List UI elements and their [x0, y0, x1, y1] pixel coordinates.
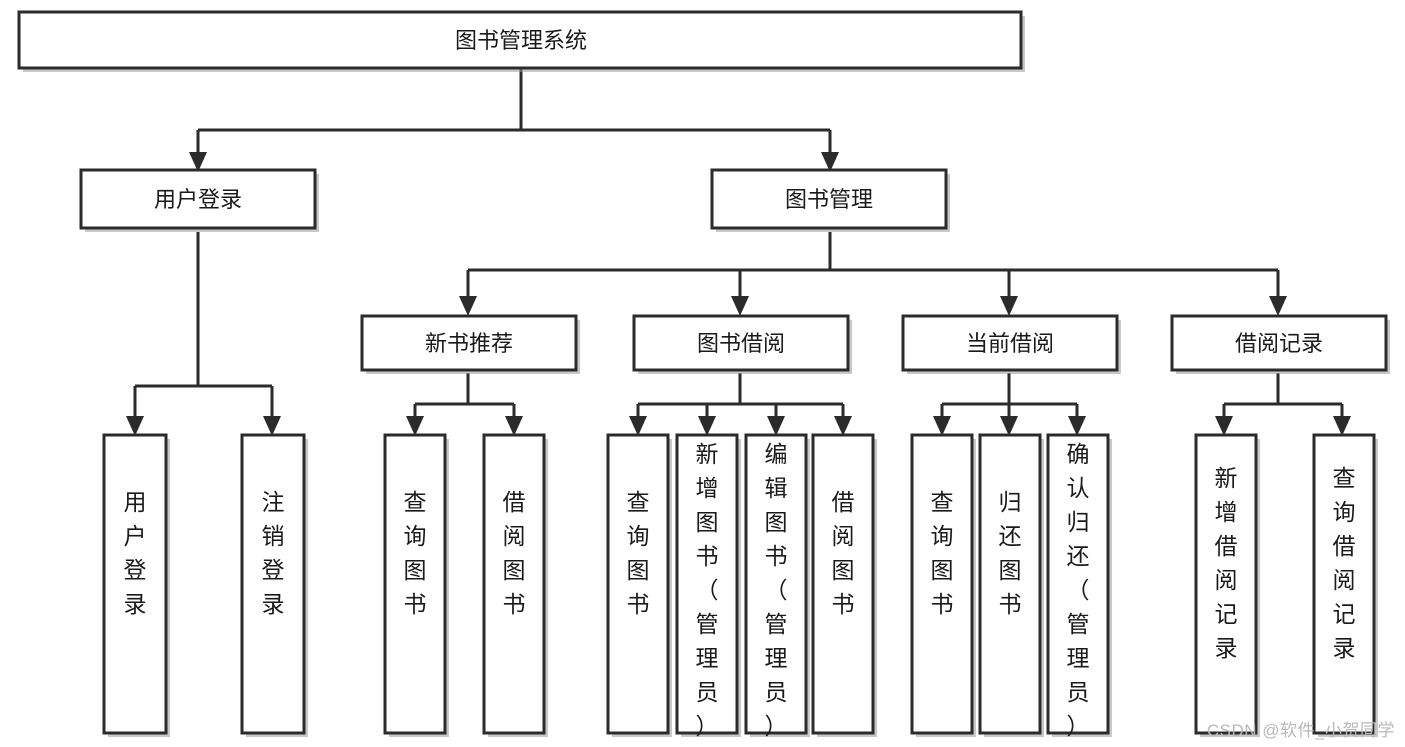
leaf-box — [1194, 433, 1258, 735]
book-borrow-box — [632, 314, 850, 372]
arrow-book-borrow-leaf3 — [767, 416, 785, 436]
arrow-new-book-leaf1 — [406, 416, 424, 436]
leaf-book-borrow-4[interactable]: 借阅图书 — [811, 433, 877, 737]
arrow-current-borrow-leaf2 — [1000, 416, 1018, 436]
leaf-current-borrow-3[interactable]: 确认归还（管理员） — [1046, 433, 1112, 739]
leaf-label: 新增借阅记录 — [1215, 465, 1238, 661]
node-current-borrow[interactable]: 当前借阅 — [901, 314, 1121, 374]
leaf-box — [910, 433, 974, 735]
arrow-new-book-leaf2 — [505, 416, 523, 436]
root-label: 图书管理系统 — [455, 28, 587, 53]
leaf-box — [811, 433, 875, 735]
leaf-label: 查询图书 — [931, 489, 954, 617]
node-borrow-record[interactable]: 借阅记录 — [1170, 314, 1390, 374]
leaf-label: 确认归还（管理员） — [1067, 441, 1090, 739]
book-manage-box — [710, 168, 948, 230]
arrow-borrow-record-leaf2 — [1333, 416, 1351, 436]
new-book-box — [360, 314, 578, 372]
arrow-to-book-borrow — [731, 296, 749, 316]
arrow-book-borrow-leaf2 — [698, 416, 716, 436]
leaf-book-borrow-1[interactable]: 查询图书 — [606, 433, 672, 737]
arrow-book-borrow-leaf1 — [629, 416, 647, 436]
leaf-label: 查询借阅记录 — [1333, 465, 1356, 661]
arrow-to-user-login — [189, 152, 207, 172]
connectors — [126, 68, 1351, 436]
leaf-label: 借阅图书 — [832, 489, 855, 617]
leaf-label: 新增图书（管理员） — [696, 441, 719, 739]
leaf-box — [482, 433, 546, 735]
leaf-current-borrow-1[interactable]: 查询图书 — [910, 433, 976, 737]
leaf-user-login-1[interactable]: 用户登录 — [102, 433, 170, 737]
arrow-user-login-leaf2 — [263, 416, 281, 436]
leaf-label: 借阅图书 — [503, 489, 526, 617]
node-new-book-recommend[interactable]: 新书推荐 — [360, 314, 580, 374]
leaf-borrow-record-1[interactable]: 新增借阅记录 — [1194, 433, 1260, 737]
leaf-current-borrow-2[interactable]: 归还图书 — [978, 433, 1044, 737]
borrow-record-label: 借阅记录 — [1235, 331, 1323, 356]
current-borrow-label: 当前借阅 — [966, 331, 1054, 356]
leaf-box — [606, 433, 670, 735]
leaf-label: 编辑图书（管理员） — [765, 441, 788, 739]
leaf-box — [1046, 433, 1110, 735]
leaf-new-book-2[interactable]: 借阅图书 — [482, 433, 548, 737]
leaf-book-borrow-2[interactable]: 新增图书（管理员） — [675, 433, 741, 739]
leaf-user-login-2[interactable]: 注销登录 — [240, 433, 308, 737]
leaf-box — [383, 433, 447, 735]
user-login-box — [79, 168, 317, 230]
leaf-label: 归还图书 — [999, 489, 1022, 617]
book-manage-label: 图书管理 — [785, 187, 873, 212]
node-root[interactable]: 图书管理系统 — [17, 10, 1025, 72]
leaf-box — [240, 433, 306, 735]
leaf-label: 注销登录 — [262, 489, 285, 617]
arrow-book-borrow-leaf4 — [834, 416, 852, 436]
arrow-to-current-borrow — [1000, 296, 1018, 316]
leaf-box — [978, 433, 1042, 735]
arrow-current-borrow-leaf1 — [933, 416, 951, 436]
arrow-to-new-book — [459, 296, 477, 316]
node-user-login[interactable]: 用户登录 — [79, 168, 319, 232]
leaf-new-book-1[interactable]: 查询图书 — [383, 433, 449, 737]
leaf-label: 用户登录 — [124, 489, 147, 617]
leaf-box — [675, 433, 739, 735]
root-box — [17, 10, 1023, 70]
arrow-to-book-manage — [821, 152, 839, 172]
arrow-current-borrow-leaf3 — [1068, 416, 1086, 436]
current-borrow-box — [901, 314, 1119, 372]
leaf-book-borrow-3[interactable]: 编辑图书（管理员） — [744, 433, 810, 739]
book-borrow-label: 图书借阅 — [697, 331, 785, 356]
arrow-borrow-record-leaf1 — [1215, 416, 1233, 436]
borrow-record-box — [1170, 314, 1388, 372]
leaf-box — [102, 433, 168, 735]
leaf-box — [744, 433, 808, 735]
leaf-box — [1312, 433, 1376, 735]
node-book-borrow[interactable]: 图书借阅 — [632, 314, 852, 374]
new-book-label: 新书推荐 — [425, 331, 513, 356]
leaf-borrow-record-2[interactable]: 查询借阅记录 — [1312, 433, 1378, 737]
leaf-label: 查询图书 — [627, 489, 650, 617]
leaf-label: 查询图书 — [404, 489, 427, 617]
node-book-manage[interactable]: 图书管理 — [710, 168, 950, 232]
arrow-to-borrow-record — [1269, 296, 1287, 316]
user-login-label: 用户登录 — [154, 187, 242, 212]
arrow-user-login-leaf1 — [126, 416, 144, 436]
